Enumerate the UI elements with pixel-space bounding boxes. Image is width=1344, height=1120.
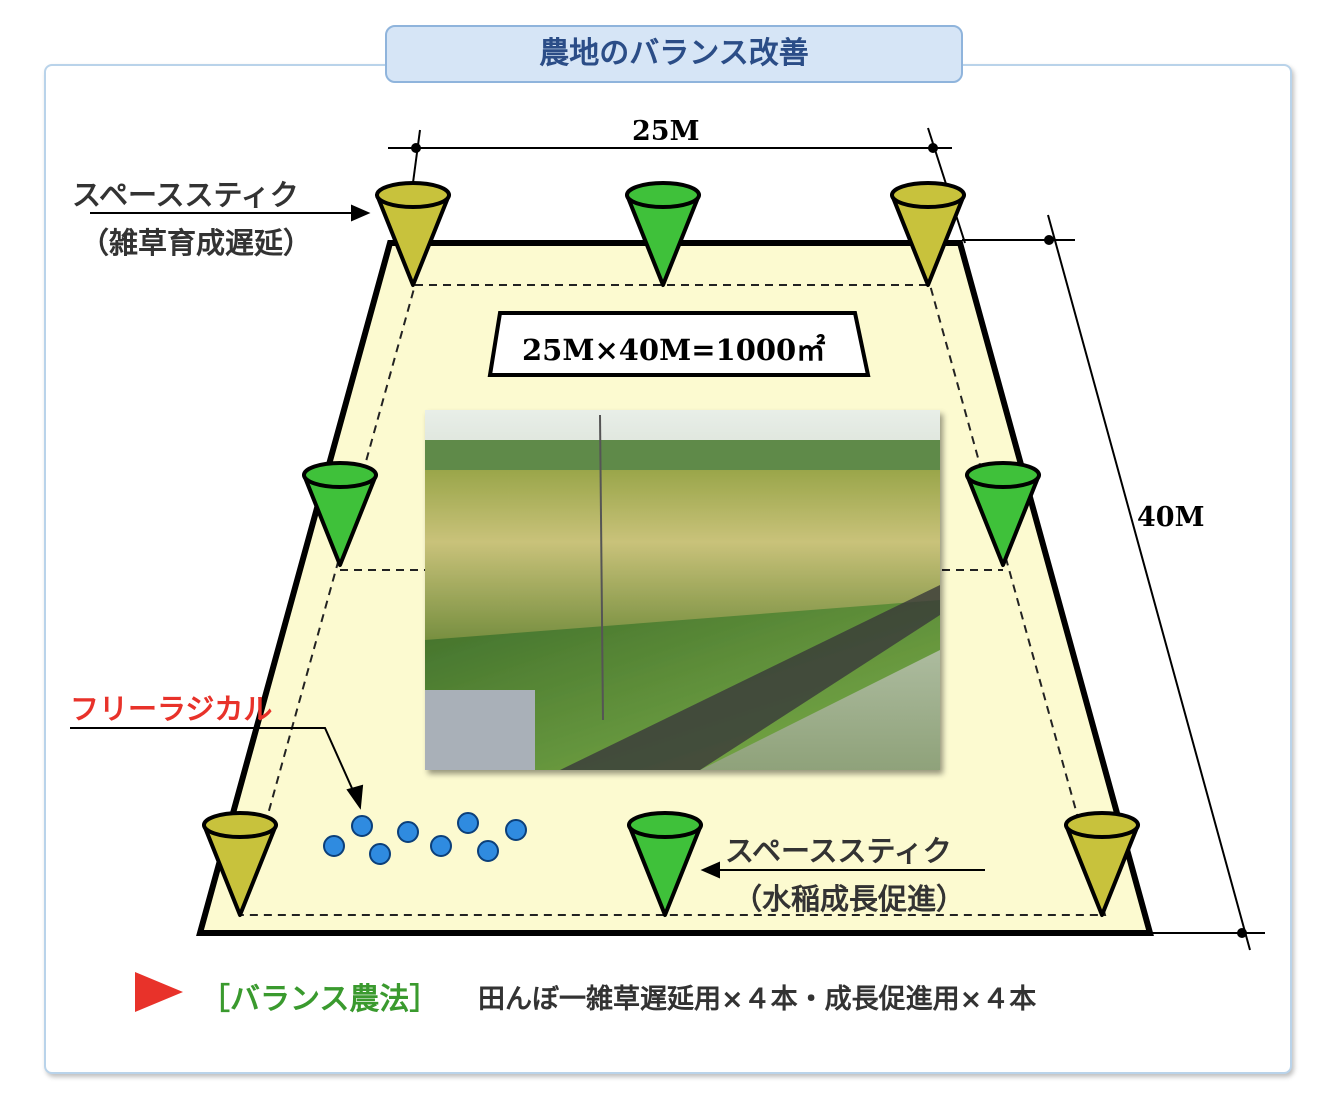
stick-bottom-label: スペーススティク (725, 834, 952, 868)
dashed-boundary (238, 284, 1107, 916)
space-sticks (202, 181, 1140, 917)
growth-stick-icon (302, 461, 378, 567)
formula-box (487, 311, 871, 377)
stick-top-label: スペーススティク (72, 178, 299, 212)
length-dimension (962, 214, 1265, 951)
length-label: 40M (1137, 502, 1205, 533)
weed-delay-stick-icon (890, 181, 966, 287)
stick-top-sub: （雑草育成遅延） (80, 226, 313, 260)
diagram-title: 農地のバランス改善 (385, 25, 963, 83)
growth-stick-icon (965, 461, 1041, 567)
growth-stick-icon (627, 811, 703, 917)
rice-field-photo (425, 410, 940, 770)
growth-stick-icon (625, 181, 701, 287)
play-triangle-icon (135, 972, 183, 1012)
area-formula: 25M×40M=1000㎡ (522, 333, 826, 367)
stick-bottom-sub: （水稲成長促進） (733, 882, 966, 916)
footer-text: 田んぼ一雑草遅延用×４本・成長促進用×４本 (478, 984, 1037, 1015)
weed-delay-stick-icon (1064, 811, 1140, 917)
free-radical-dots (323, 812, 527, 865)
weed-delay-stick-icon (375, 181, 451, 287)
footer-tag: ［バランス農法］ (200, 982, 440, 1017)
weed-delay-stick-icon (202, 811, 278, 917)
free-radical-label: フリーラジカル (70, 692, 273, 726)
width-label: 25M (632, 116, 700, 147)
arrows (70, 204, 985, 879)
